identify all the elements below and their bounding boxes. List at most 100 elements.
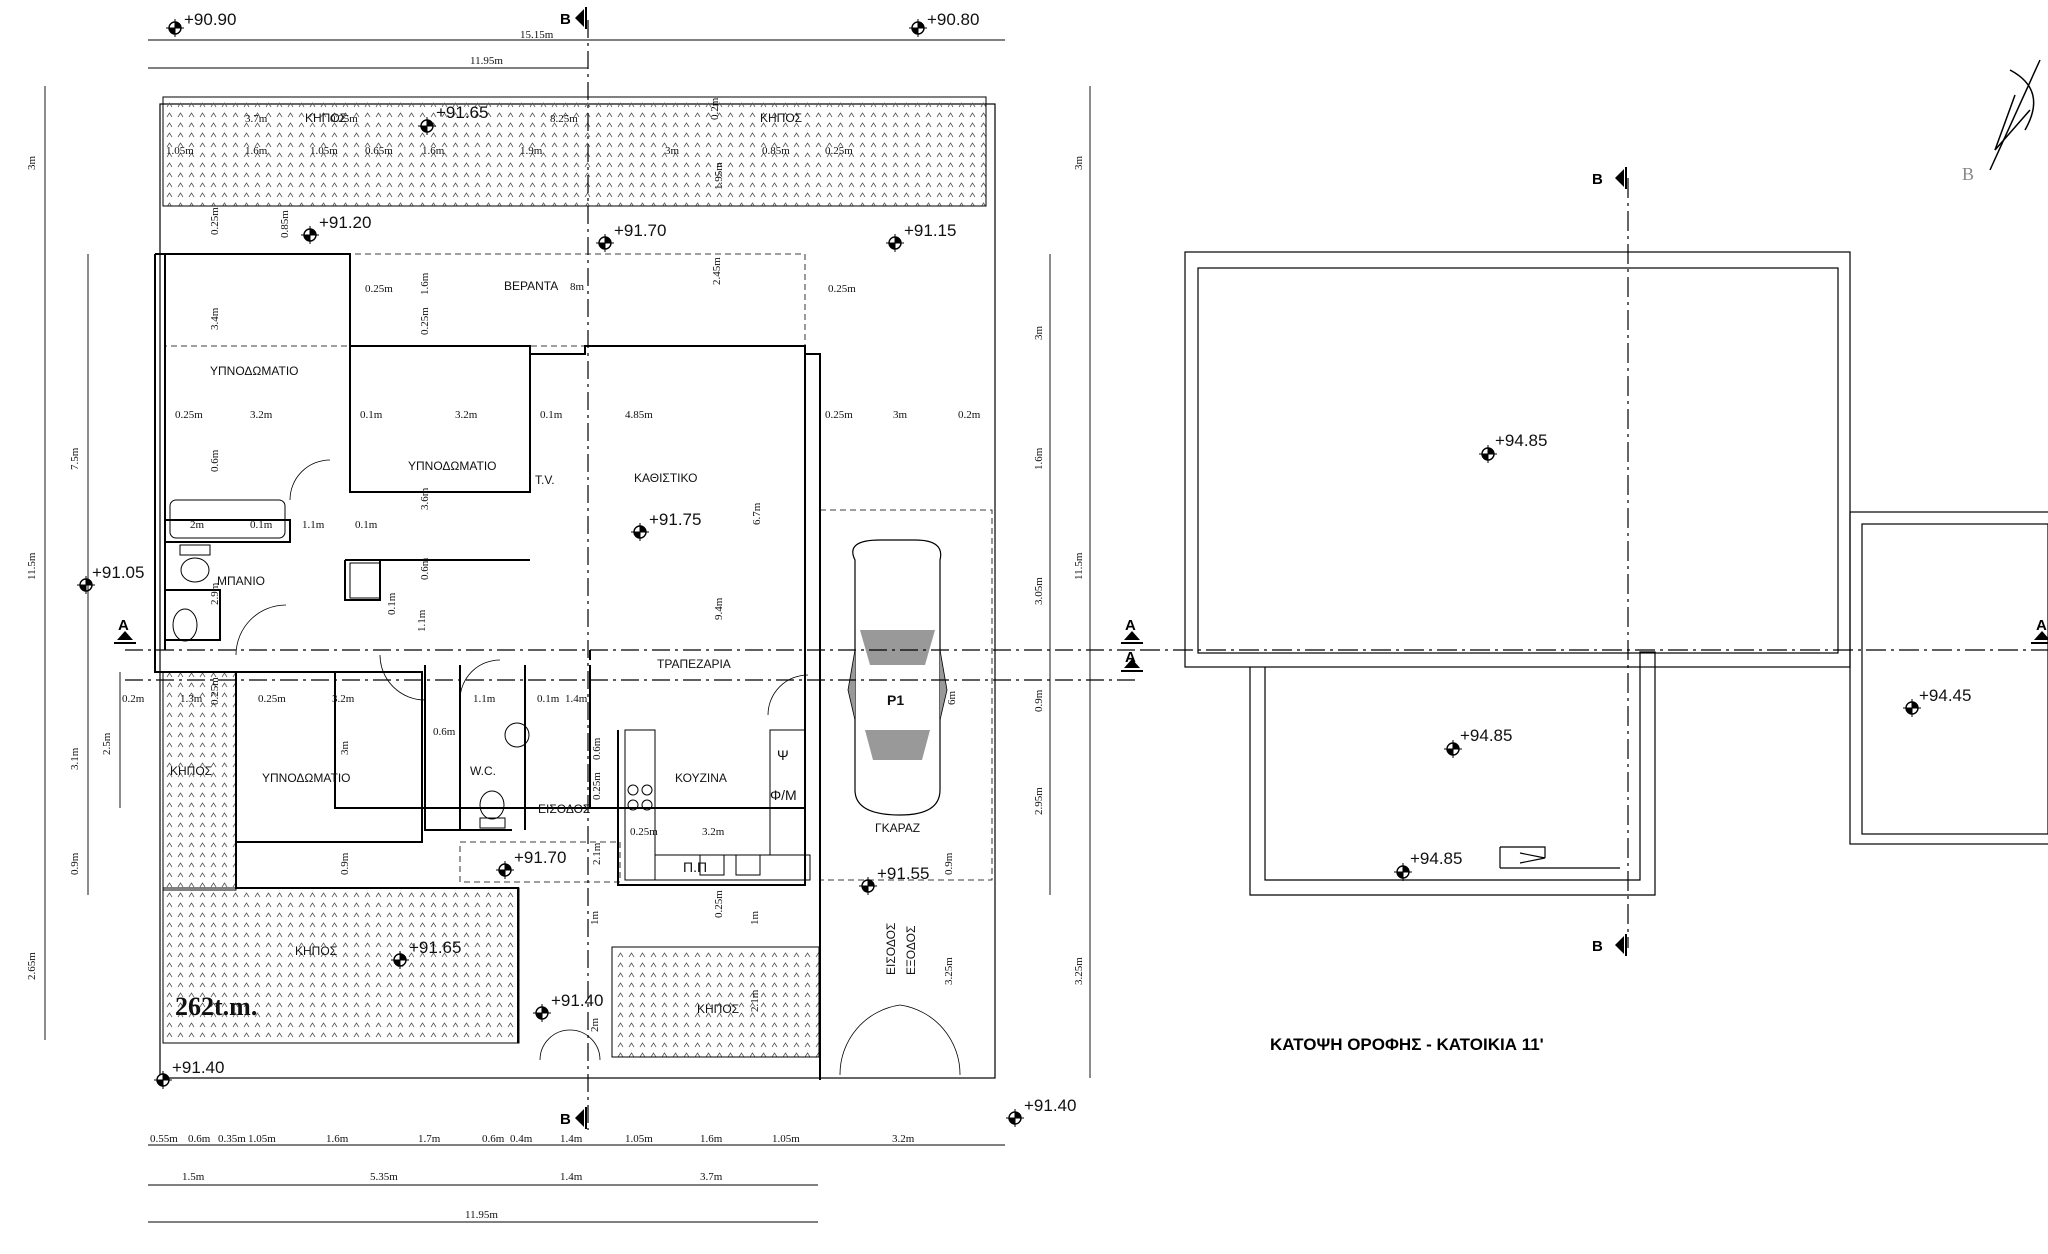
bathroom-fixtures — [169, 499, 530, 829]
ground-floor-plan — [125, 20, 1135, 1130]
area-label: 262t.m. — [175, 992, 257, 1021]
entrance-dashed — [459, 841, 621, 883]
level-9155: +91.55 — [877, 864, 929, 883]
room-garage: ΓΚΑΡΑΖ — [875, 821, 920, 835]
dim-left-inner-3: 0.9m — [69, 852, 81, 875]
dim-int-31: 6m — [946, 691, 958, 706]
section-b-top: B — [560, 11, 571, 28]
dim-int-37: 3m — [339, 741, 351, 756]
room-garden-top-1: ΚΗΠΟΣ — [305, 111, 347, 125]
dim-int-11: 3.2m — [250, 409, 273, 421]
dim-int-12: 0.1m — [360, 409, 383, 421]
dim-bottom-3: 0.35m — [218, 1133, 246, 1145]
room-wc: W.C. — [470, 764, 496, 778]
roof-inner-main — [1197, 267, 1839, 654]
dim-int-18: 0.2m — [958, 409, 981, 421]
dimension-lines — [44, 39, 1091, 1223]
room-living: ΚΑΘΙΣΤΙΚΟ — [634, 471, 697, 485]
section-b-roof-bottom: B — [1592, 938, 1603, 955]
dim-left-outer-2: 11.5m — [26, 552, 38, 580]
garden-bottom-right — [611, 946, 820, 1058]
garden-left — [162, 671, 237, 891]
dim-bottom-r2-1: 1.5m — [182, 1171, 205, 1183]
dim-garden-9: 1.6m — [422, 145, 445, 157]
dim-int-10: 0.25m — [175, 409, 203, 421]
dim-bottom-8: 0.4m — [510, 1133, 533, 1145]
room-psi: Ψ — [777, 747, 789, 763]
dim-int-7: 2.45m — [711, 257, 723, 285]
dim-right-outer-3: 3.25m — [1073, 957, 1085, 985]
dim-int-6: 8m — [570, 281, 585, 293]
dim-bottom-10: 1.05m — [625, 1133, 653, 1145]
north-arrow-icon — [1989, 59, 2041, 171]
level-9115: +91.15 — [904, 221, 956, 240]
dim-garden-10: 1.9m — [520, 145, 543, 157]
room-veranda: ΒΕΡΑΝΤΑ — [504, 279, 558, 293]
section-a-right: A — [1125, 617, 1136, 634]
dim-left-outer-1: 3m — [26, 156, 38, 171]
dim-int-26: 2.9m — [209, 582, 221, 605]
north-b-label: B — [1962, 164, 1974, 184]
garden-top — [162, 96, 987, 207]
dim-int-8: 0.25m — [828, 283, 856, 295]
dim-int-32: 0.2m — [122, 693, 145, 705]
dim-int-41: 0.6m — [433, 726, 456, 738]
dim-bottom-6: 1.7m — [418, 1133, 441, 1145]
dim-int-33: 1.3m — [180, 693, 203, 705]
dim-garden-1: 3.7m — [245, 113, 268, 125]
dim-bottom-13: 3.2m — [892, 1133, 915, 1145]
dim-int-49: 1m — [589, 911, 601, 926]
room-entry-1: ΕΙΣΟΔΟΣ — [884, 923, 898, 975]
dim-garden-14: 1.95m — [713, 162, 725, 190]
level-9105: +91.05 — [92, 563, 144, 582]
dim-int-46: 2.1m — [591, 842, 603, 865]
dim-top-total: 15.15m — [520, 29, 554, 41]
dim-int-30: 9.4m — [713, 597, 725, 620]
dim-int-50: 1m — [749, 911, 761, 926]
room-pp: Π.Π — [683, 859, 707, 875]
level-9175: +91.75 — [649, 510, 701, 529]
dim-int-36: 3.2m — [332, 693, 355, 705]
dim-int-17: 3m — [893, 409, 908, 421]
dim-int-14: 0.1m — [540, 409, 563, 421]
dim-left-small: 2.5m — [101, 732, 113, 755]
dim-int-29: 1.1m — [416, 609, 428, 632]
dim-int-15: 4.85m — [625, 409, 653, 421]
level-texts: +90.90 +90.80 +91.65 +91.20 +91.70 +91.1… — [92, 10, 1971, 1115]
dim-right-inner-4: 0.9m — [1033, 689, 1045, 712]
dim-garden-12: 0.85m — [762, 145, 790, 157]
section-a-roof: A — [2036, 617, 2047, 634]
veranda-outline — [164, 253, 806, 347]
dim-bottom-1: 0.55m — [150, 1133, 178, 1145]
dim-int-3: 0.25m — [365, 283, 393, 295]
level-9120: +91.20 — [319, 213, 371, 232]
room-entrance: ΕΙΣΟΔΟΣ — [538, 802, 590, 816]
dim-int-9: 3.4m — [209, 307, 221, 330]
dim-garden-7: 1.05m — [310, 145, 338, 157]
doors — [235, 459, 961, 1076]
dim-int-38: 1.1m — [473, 693, 496, 705]
roof-level-c: +94.85 — [1410, 849, 1462, 868]
dim-bottom-9: 1.4m — [560, 1133, 583, 1145]
kitchen-counter — [624, 729, 811, 881]
dim-right-outer-1: 3m — [1073, 156, 1085, 171]
dim-int-39: 0.1m — [537, 693, 560, 705]
dim-int-53: 3.25m — [943, 957, 955, 985]
roof-level-a: +94.85 — [1495, 431, 1547, 450]
dim-int-4: 1.6m — [419, 272, 431, 295]
car-icon — [847, 539, 948, 816]
dim-int-43: 0.25m — [591, 772, 603, 800]
dim-int-42: 0.6m — [591, 737, 603, 760]
section-b-bottom: B — [560, 1111, 571, 1128]
dim-int-5: 0.25m — [419, 307, 431, 335]
room-entry-2: ΕΞΟΔΟΣ — [904, 926, 918, 975]
room-garden-left: ΚΗΠΟΣ — [170, 764, 212, 778]
dim-bottom-4: 1.05m — [248, 1133, 276, 1145]
level-9170-bot: +91.70 — [514, 848, 566, 867]
dim-garden-8: 0.65m — [365, 145, 393, 157]
dim-int-20: 2m — [190, 519, 205, 531]
dim-int-27: 0.6m — [419, 557, 431, 580]
roof-level-b: +94.85 — [1460, 726, 1512, 745]
dim-bottom-r2-3: 1.4m — [560, 1171, 583, 1183]
dim-right-inner-5: 2.95m — [1033, 787, 1045, 815]
